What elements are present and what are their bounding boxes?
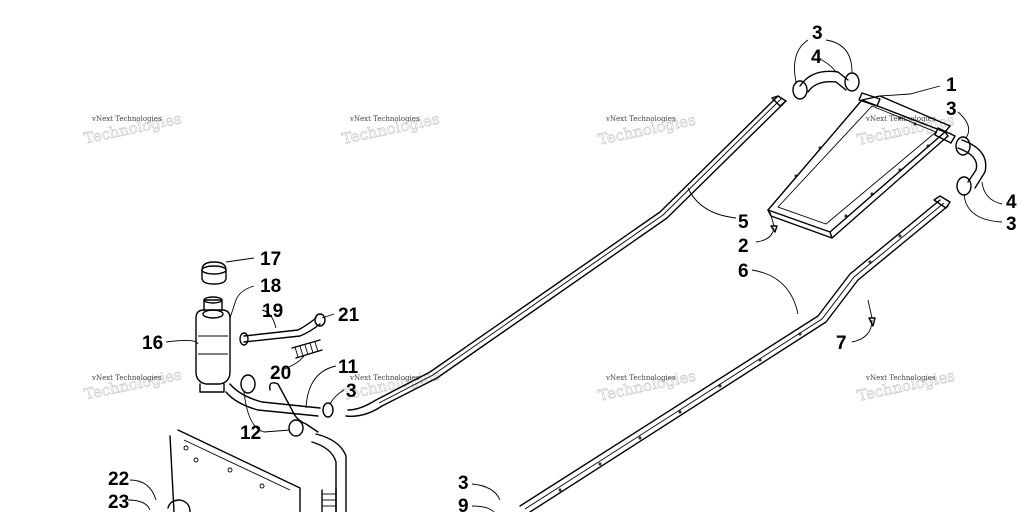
callout-6: 6 [738, 261, 749, 282]
temp-sensor-2 [769, 211, 778, 233]
callout-23: 23 [108, 492, 129, 512]
callout-17: 17 [260, 249, 281, 270]
callout-9: 9 [458, 496, 469, 512]
overflow-clamp [239, 313, 326, 346]
heat-exchanger-plate [767, 92, 956, 239]
callout-22: 22 [108, 469, 129, 490]
watermark-5: Technologies vNext Technologies [82, 365, 183, 404]
elbow-right [957, 139, 987, 189]
callout-3-right: 3 [946, 99, 957, 120]
callout-5: 5 [738, 212, 749, 233]
svg-text:vNext Technologies: vNext Technologies [91, 115, 162, 123]
cooling-rail-left [345, 95, 787, 417]
svg-text:vNext Technologies: vNext Technologies [865, 374, 936, 382]
clamp-top-right [844, 72, 860, 92]
temp-sensor-7 [867, 299, 876, 327]
hose-clamp-3d [322, 402, 334, 418]
callout-7: 7 [836, 333, 847, 354]
callout-12: 12 [240, 423, 261, 444]
watermark-7: Technologies vNext Technologies [596, 366, 698, 405]
callout-19: 19 [262, 301, 283, 322]
svg-text:vNext Technologies: vNext Technologies [349, 115, 420, 123]
clamp-top-left [792, 80, 808, 100]
svg-text:vNext Technologies: vNext Technologies [91, 374, 162, 382]
callout-3-bottom: 3 [458, 473, 469, 494]
coolant-bottle [195, 296, 231, 393]
callout-16: 16 [142, 333, 163, 354]
watermark-8: Technologies vNext Technologies [855, 366, 957, 405]
return-hose [225, 382, 321, 433]
svg-text:vNext Technologies: vNext Technologies [605, 115, 676, 123]
elbow-top [799, 70, 849, 93]
callout-11: 11 [338, 357, 359, 378]
watermark-1: Technologies vNext Technologies [82, 109, 183, 148]
hose-clamp-12 [240, 374, 304, 437]
callout-4-right: 4 [1006, 192, 1017, 213]
bottle-cap [201, 261, 227, 285]
callout-3-top: 3 [812, 23, 823, 44]
svg-text:vNext Technologies: vNext Technologies [349, 374, 420, 382]
clamp-right-lower [956, 176, 972, 196]
clamp-right-upper [955, 136, 971, 156]
corrugated-hose [291, 339, 323, 359]
callout-21: 21 [338, 305, 360, 326]
callout-4-top: 4 [811, 47, 822, 68]
bottle-gasket [202, 309, 224, 319]
watermark-3: Technologies vNext Technologies [596, 110, 697, 149]
callout-2: 2 [738, 236, 749, 257]
callout-3-mid: 3 [346, 381, 357, 402]
callout-20: 20 [270, 363, 291, 384]
leader-lines [127, 39, 1003, 512]
svg-text:Technologies: Technologies [82, 365, 183, 403]
svg-text:Technologies: Technologies [856, 367, 957, 405]
cooling-rail-right [519, 195, 951, 512]
callout-3-right-lower: 3 [1006, 214, 1017, 235]
svg-text:Technologies: Technologies [597, 367, 698, 405]
engine-block [167, 429, 337, 512]
lower-hose [311, 433, 347, 512]
svg-text:vNext Technologies: vNext Technologies [605, 374, 676, 382]
callout-1: 1 [946, 75, 957, 96]
watermark-2: Technologies vNext Technologies [340, 109, 441, 148]
callout-18: 18 [260, 276, 281, 297]
